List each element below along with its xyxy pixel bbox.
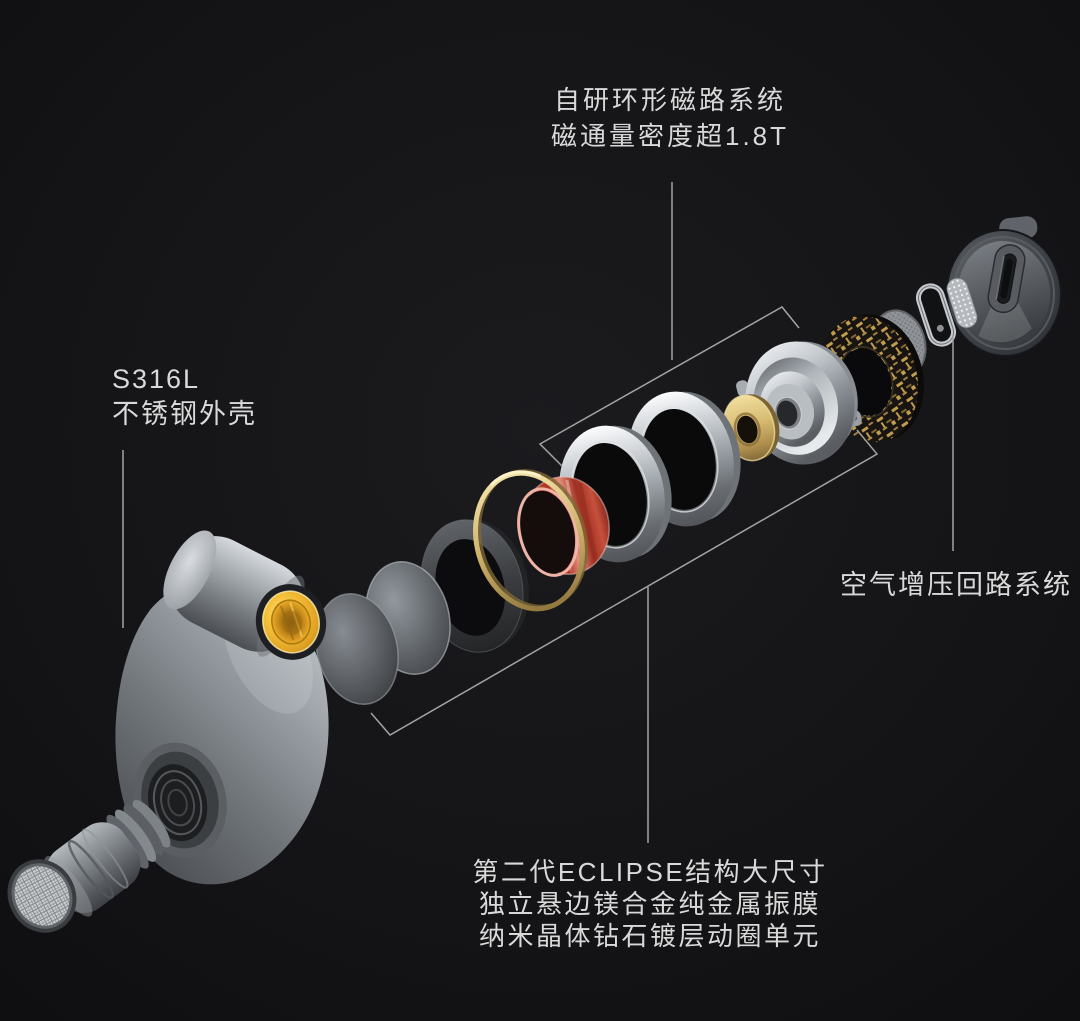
- nozzle: [7, 799, 171, 933]
- bracket-top: [538, 306, 800, 467]
- brass-ring: [473, 469, 589, 612]
- annotation-line: 自研环形磁路系统: [553, 85, 786, 115]
- annotation-line: 独立悬边镁合金纯金属振膜: [478, 889, 821, 919]
- annotation-line: 空气增压回路系统: [840, 570, 1072, 600]
- annotation-line: 第二代ECLIPSE结构大尺寸: [472, 857, 828, 887]
- back-cover: [945, 216, 1063, 357]
- annotation-line: 纳米晶体钻石镀层动圈单元: [478, 921, 821, 951]
- nozzle-mesh: [7, 859, 77, 933]
- earphone-housing: [115, 530, 329, 885]
- leader-lines: [122, 182, 954, 843]
- annotation-driver: 第二代ECLIPSE结构大尺寸 独立悬边镁合金纯金属振膜 纳米晶体钻石镀层动圈单…: [430, 856, 870, 952]
- gold-nozzle-face: [255, 584, 327, 660]
- spacer-ring: [420, 519, 529, 653]
- annotation-line: 磁通量密度超1.8T: [550, 121, 790, 151]
- retaining-clip: [915, 283, 957, 347]
- annotation-shell: S316L 不锈钢外壳: [112, 362, 257, 432]
- annotation-air-pressure: 空气增压回路系统: [840, 563, 1072, 602]
- diaphragm-dome-front: [315, 593, 399, 705]
- annotation-line: S316L: [112, 364, 201, 394]
- annotation-magnetic-circuit: 自研环形磁路系统 磁通量密度超1.8T: [450, 82, 890, 154]
- bracket-bottom: [370, 429, 879, 736]
- annotation-line: 不锈钢外壳: [112, 399, 257, 429]
- vent-mesh: [946, 277, 978, 329]
